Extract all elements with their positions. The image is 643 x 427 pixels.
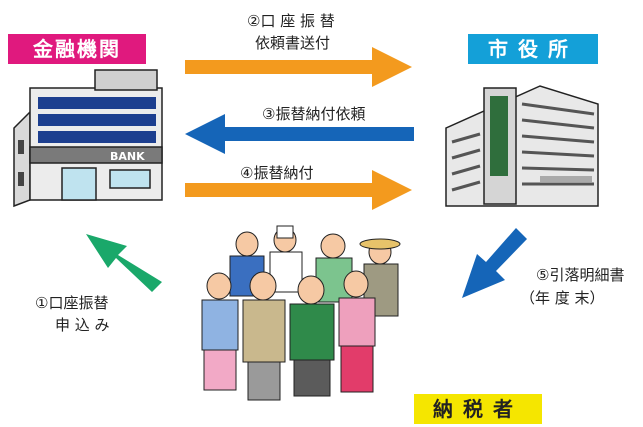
arrow-step4 xyxy=(185,170,412,210)
bank-building-icon: BANK xyxy=(13,69,163,208)
step2-label-line2: 依頼書送付 xyxy=(255,34,330,52)
arrow-step3 xyxy=(185,114,414,154)
step2-label-line1: ②口 座 振 替 xyxy=(247,12,335,30)
bank-sign: BANK xyxy=(110,150,145,163)
taxpayers-crowd-icon xyxy=(201,225,401,401)
step5-label-line2: （年 度 末） xyxy=(520,289,605,307)
taxpayer-label: 納税者 xyxy=(414,394,542,424)
bank-label: 金融機関 xyxy=(8,34,146,64)
arrow-step2 xyxy=(185,47,412,87)
step3-label: ③振替納付依頼 xyxy=(262,105,365,123)
arrow-step1 xyxy=(86,234,162,292)
step1-label-line2: 申 込 み xyxy=(55,316,110,334)
step4-label: ④振替納付 xyxy=(240,164,313,182)
city-hall-label: 市役所 xyxy=(468,34,598,64)
arrow-step5 xyxy=(462,228,527,298)
step1-label-line1: ①口座振替 xyxy=(35,294,108,312)
step5-label-line1: ⑤引落明細書 xyxy=(536,266,624,284)
city-hall-building-icon xyxy=(445,85,599,207)
